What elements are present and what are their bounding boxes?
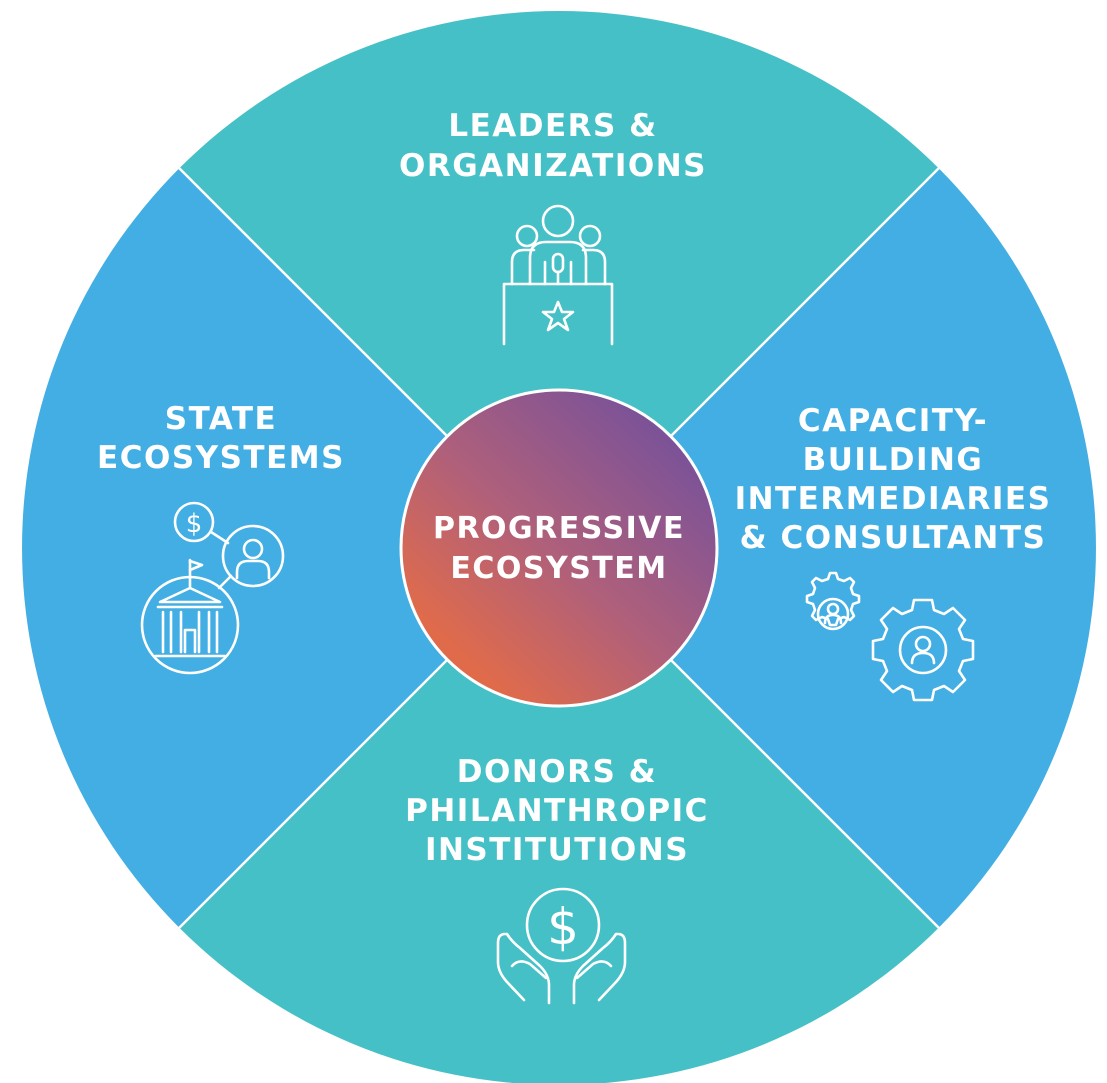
segment-left bbox=[22, 168, 559, 928]
svg-text:$: $ bbox=[547, 898, 579, 956]
center-label-line1: PROGRESSIVE bbox=[433, 511, 685, 546]
right-label-line3: INTERMEDIARIES bbox=[735, 481, 1052, 517]
center-label-line2: ECOSYSTEM bbox=[450, 551, 667, 586]
svg-text:$: $ bbox=[186, 509, 203, 539]
segment-right bbox=[559, 168, 1096, 928]
right-label-line4: & CONSULTANTS bbox=[740, 520, 1047, 556]
capitol-network-icon: $ bbox=[140, 501, 285, 675]
center-circle bbox=[399, 388, 719, 708]
top-label-line1: LEADERS & bbox=[448, 108, 657, 144]
leaders-podium-icon bbox=[502, 204, 614, 346]
gears-people-icon bbox=[805, 571, 975, 702]
right-label-line2: BUILDING bbox=[803, 442, 984, 478]
bottom-label-line2: PHILANTHROPIC bbox=[405, 793, 709, 829]
segment-bottom bbox=[179, 548, 939, 1083]
hands-dollar-icon: $ bbox=[496, 887, 627, 1005]
right-label-line1: CAPACITY- bbox=[798, 403, 988, 439]
left-label-line1: STATE bbox=[165, 401, 277, 437]
bottom-label-line3: INSTITUTIONS bbox=[425, 832, 689, 868]
left-label-line2: ECOSYSTEMS bbox=[97, 440, 345, 476]
top-label-line2: ORGANIZATIONS bbox=[399, 148, 707, 184]
bottom-label-line1: DONORS & bbox=[457, 754, 657, 790]
